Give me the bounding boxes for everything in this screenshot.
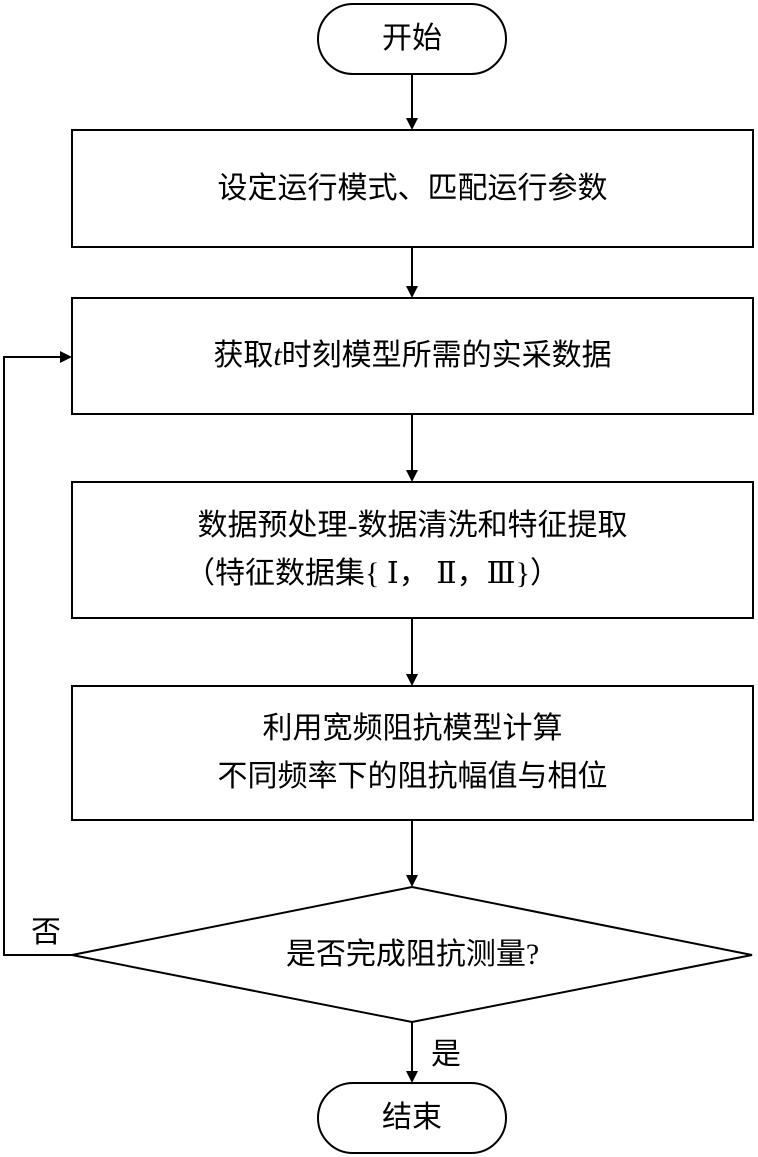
preprocess-line1: 数据预处理-数据清洗和特征提取 xyxy=(197,509,628,542)
acquire-suffix: 时刻模型所需的实采数据 xyxy=(281,339,612,372)
start-label: 开始 xyxy=(318,4,506,74)
no-branch-label: 否 xyxy=(22,912,70,954)
yes-text: 是 xyxy=(431,1038,461,1071)
settings-text: 设定运行模式、匹配运行参数 xyxy=(217,171,608,205)
compute-line2: 不同频率下的阻抗幅值与相位 xyxy=(217,760,608,793)
process-box-settings xyxy=(71,129,754,248)
decision-text: 是否完成阻抗测量? xyxy=(285,937,540,971)
settings-label: 设定运行模式、匹配运行参数 xyxy=(72,130,753,247)
preprocess-label: 数据预处理-数据清洗和特征提取 （特征数据集{ Ⅰ， Ⅱ，Ⅲ}） xyxy=(72,482,753,618)
compute-line1: 利用宽频阻抗模型计算 xyxy=(262,712,563,745)
preprocess-line2: （特征数据集{ Ⅰ， Ⅱ，Ⅲ}） xyxy=(185,557,560,590)
end-text: 结束 xyxy=(382,1101,442,1134)
acquire-text: 获取t时刻模型所需的实采数据 xyxy=(213,332,611,380)
no-text: 否 xyxy=(31,916,61,949)
end-label: 结束 xyxy=(318,1083,506,1153)
acquire-prefix: 获取 xyxy=(213,339,274,372)
process-box-acquire xyxy=(71,297,754,415)
process-box-compute xyxy=(71,685,754,821)
end-terminal xyxy=(317,1082,507,1154)
decision-label: 是否完成阻抗测量? xyxy=(72,887,753,1022)
feedback-loop-line xyxy=(3,351,72,956)
time-variable: t xyxy=(273,339,282,372)
compute-label: 利用宽频阻抗模型计算 不同频率下的阻抗幅值与相位 xyxy=(72,686,753,820)
acquire-label: 获取t时刻模型所需的实采数据 xyxy=(72,298,753,414)
process-box-preprocess xyxy=(71,481,754,619)
yes-branch-label: 是 xyxy=(422,1034,470,1076)
start-text: 开始 xyxy=(382,22,442,55)
